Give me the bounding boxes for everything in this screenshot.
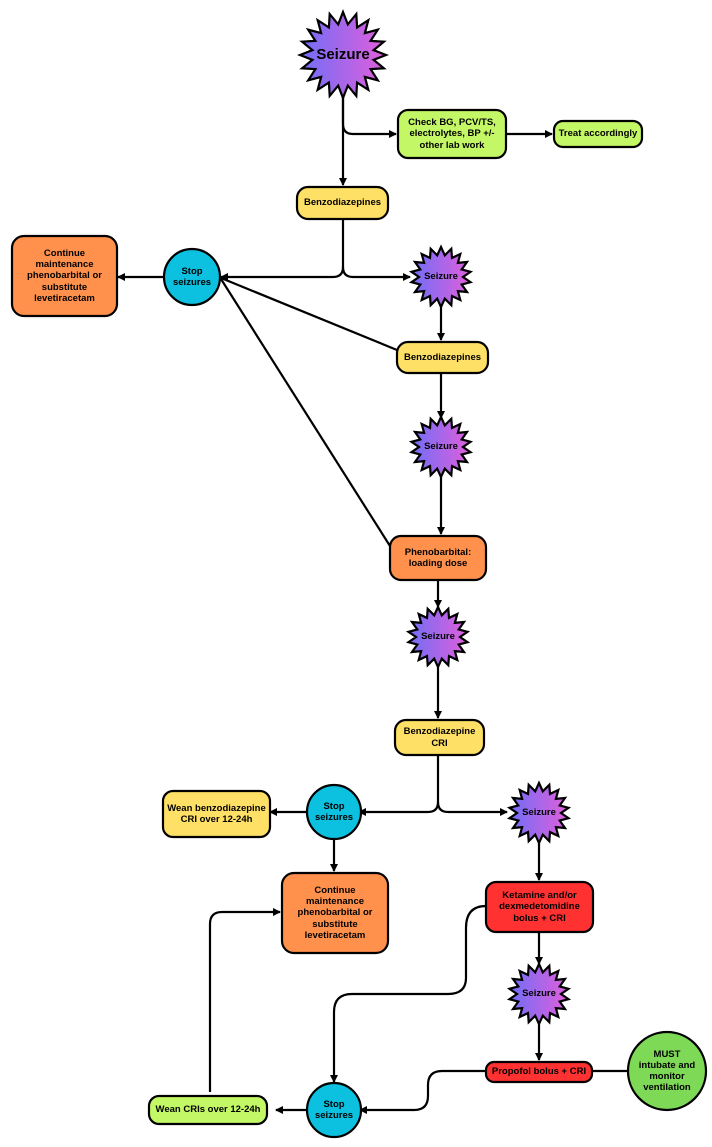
ketamine-box — [484, 880, 595, 934]
seizure-burst-3 — [408, 414, 474, 480]
edge-benzo1-split — [220, 220, 345, 281]
stop-seizures-circle-2 — [305, 783, 363, 841]
seizure-burst-2 — [408, 244, 474, 310]
continue-box-2 — [280, 871, 390, 955]
benzo-cri-box — [393, 718, 486, 757]
edge-pheno-stop1 — [220, 278, 391, 547]
seizure-burst-1 — [296, 8, 390, 102]
benzo-box-2 — [395, 340, 490, 375]
propofol-box — [484, 1060, 594, 1084]
stop-seizures-circle-1 — [162, 247, 222, 307]
seizure-burst-6 — [506, 961, 572, 1027]
must-intubate-circle — [626, 1030, 708, 1112]
edge-seizure1-labs — [341, 97, 397, 138]
treat-accordingly-box — [552, 119, 644, 149]
edge-ketamine-stop3 — [330, 904, 487, 1083]
edge-benzo2-stop1 — [220, 276, 398, 352]
wean-cris-box — [147, 1094, 269, 1126]
edge-benzocri-seizure5 — [436, 801, 508, 816]
stop-seizures-circle-3 — [305, 1081, 363, 1139]
wean-benzo-box — [161, 789, 272, 839]
phenobarbital-box — [388, 534, 488, 582]
continue-box-1 — [10, 234, 119, 318]
seizure-burst-5 — [506, 780, 572, 846]
benzo-box-1 — [295, 185, 390, 221]
edge-propofol-stop3 — [359, 1069, 486, 1114]
edge-benzo1-seizure2 — [341, 266, 411, 281]
edge-weancris-continue2 — [208, 908, 281, 1092]
edge-benzocri-stop2 — [358, 754, 440, 816]
check-labs-box — [396, 108, 508, 160]
seizure-burst-4 — [405, 604, 471, 670]
